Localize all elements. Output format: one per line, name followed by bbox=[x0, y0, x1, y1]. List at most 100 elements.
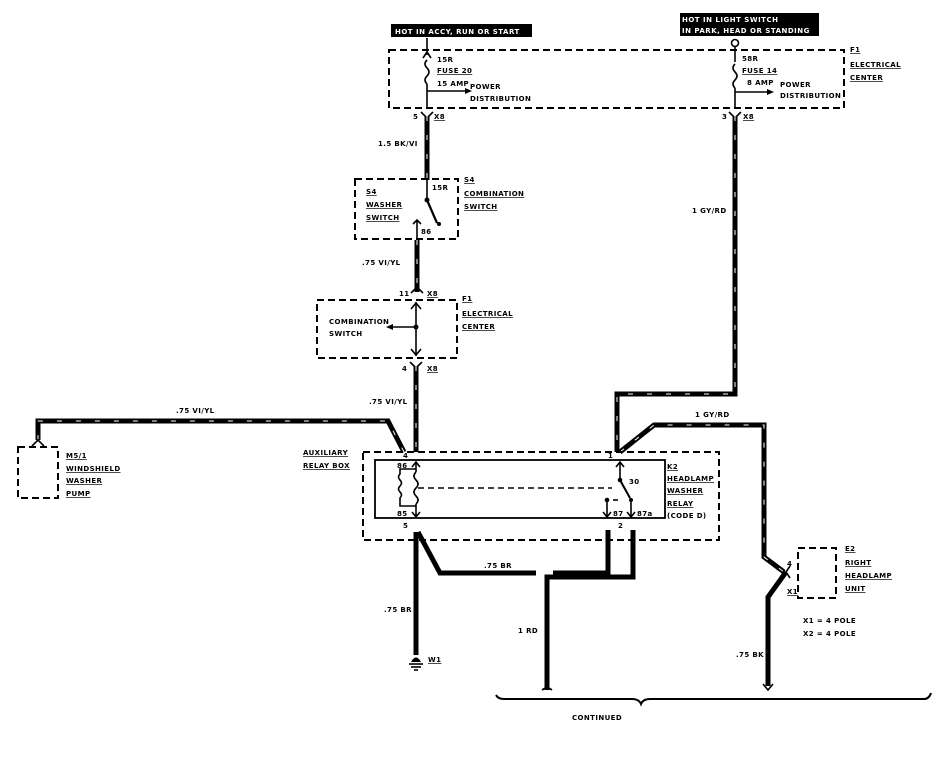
fuse-14-name: FUSE 14 bbox=[742, 67, 777, 75]
power-distribution-arrow-icon bbox=[465, 88, 472, 94]
wire-switch-splice bbox=[410, 240, 424, 294]
relay-pin-top-left: 4 bbox=[403, 452, 408, 460]
fuse-block-name-3: CENTER bbox=[850, 74, 883, 82]
wire-continued-left bbox=[541, 530, 636, 691]
arrow-down-icon bbox=[410, 348, 422, 357]
washer-switch-ref-2: COMBINATION bbox=[464, 190, 524, 198]
splice-center: COMBINATION SWITCH 11 X8 4 X8 bbox=[329, 290, 438, 373]
splice-name-1: F1 bbox=[462, 295, 472, 303]
washer-switch-outline bbox=[354, 178, 459, 240]
headlamp-name-2: RIGHT bbox=[845, 559, 871, 567]
wire-label-relay-87: .75 BR bbox=[484, 562, 512, 570]
wire-label-switch-splice: .75 VI/YL bbox=[362, 259, 401, 267]
pump-name-4: PUMP bbox=[66, 490, 91, 498]
source-terminal-icon bbox=[730, 38, 740, 48]
arrow-down-icon bbox=[411, 511, 421, 519]
wire-label-ground: .75 BR bbox=[384, 606, 412, 614]
connector-icon bbox=[31, 438, 45, 447]
splice-pin-in-conn: X8 bbox=[427, 290, 438, 298]
wire-label-splice-relay: .75 VI/YL bbox=[369, 398, 408, 406]
fuse-20-name: FUSE 20 bbox=[437, 67, 472, 75]
fuse-20-rating: 15 AMP bbox=[437, 80, 469, 88]
fuse-14-note-2: DISTRIBUTION bbox=[780, 92, 841, 100]
relay-name-1: K2 bbox=[667, 463, 678, 471]
fuse-20-terminal: 15R bbox=[437, 56, 454, 64]
wire-headlamp-continued bbox=[762, 570, 789, 692]
fuse-block-name-1: F1 bbox=[850, 46, 860, 54]
washer-switch-name-3: SWITCH bbox=[366, 214, 400, 222]
relay-coil-bottom: 85 bbox=[397, 510, 408, 518]
wire-relay-87 bbox=[415, 530, 611, 576]
fuse-14-rating: 8 AMP bbox=[747, 79, 774, 87]
relay-box-name-2: RELAY BOX bbox=[303, 462, 350, 470]
coil-winding-icon bbox=[413, 471, 419, 505]
relay-pin-bottom-left: 5 bbox=[403, 522, 408, 530]
pump-name-2: WINDSHIELD bbox=[66, 465, 121, 473]
power-distribution-arrow-icon bbox=[767, 89, 774, 95]
washer-switch-pin-out: 86 bbox=[421, 228, 432, 236]
wire-fuse14-relay bbox=[614, 116, 738, 452]
headlamp-name-4: UNIT bbox=[845, 585, 866, 593]
ground-label: W1 bbox=[428, 656, 441, 664]
fuse-block-name-2: ELECTRICAL bbox=[850, 61, 901, 69]
headlamp-pin: 4 bbox=[787, 560, 792, 568]
relay-name-2: HEADLAMP bbox=[667, 475, 714, 483]
wire-pump bbox=[31, 418, 407, 454]
arrow-down-icon bbox=[602, 511, 612, 519]
arrow-up-icon bbox=[410, 301, 422, 310]
wire-label-pump: .75 VI/YL bbox=[176, 407, 215, 415]
splice-pin-out: 4 bbox=[402, 365, 407, 373]
headlamp-name-3: HEADLAMP bbox=[845, 572, 892, 580]
relay-contact-87a: 87a bbox=[637, 510, 653, 518]
washer-switch-ref-3: SWITCH bbox=[464, 203, 498, 211]
relay-name-3: WASHER bbox=[667, 487, 704, 495]
relay-box-name-1: AUXILIARY bbox=[303, 449, 349, 457]
continued-arrow-icon bbox=[541, 687, 553, 691]
ground-icon bbox=[409, 657, 423, 671]
fuse-20-note-1: POWER bbox=[470, 83, 501, 91]
headlamp-unit-outline bbox=[797, 547, 837, 599]
washer-switch: 15R 86 bbox=[412, 180, 449, 240]
relay-pin-top-right: 1 bbox=[608, 452, 613, 460]
relay-coil-top: 86 bbox=[397, 462, 408, 470]
coil-winding-icon bbox=[397, 468, 416, 507]
relay-name-4: RELAY bbox=[667, 500, 694, 508]
relay-contacts: 30 87 87a 1 2 bbox=[602, 452, 653, 530]
washer-switch-name-1: S4 bbox=[366, 188, 377, 196]
arrow-down-icon bbox=[626, 511, 636, 519]
fuse-block-outline bbox=[388, 49, 845, 109]
splice-name-2: ELECTRICAL bbox=[462, 310, 513, 318]
fuse-20-note-2: DISTRIBUTION bbox=[470, 95, 531, 103]
headlamp-name-1: E2 bbox=[845, 545, 855, 553]
connector-legend-2: X2 = 4 POLE bbox=[803, 630, 856, 638]
splice-center-outline bbox=[316, 299, 458, 359]
relay-contact-87: 87 bbox=[613, 510, 624, 518]
continued-arrow-icon bbox=[762, 683, 774, 692]
fuse-20-connector: X8 bbox=[434, 113, 445, 121]
relay-name-5: (CODE D) bbox=[667, 512, 707, 520]
fuse-14: 58R FUSE 14 8 AMP POWER DISTRIBUTION 3 X… bbox=[722, 38, 841, 121]
power-source-right-label-2: IN PARK, HEAD OR STANDING bbox=[682, 27, 810, 35]
washer-switch-name-2: WASHER bbox=[366, 201, 403, 209]
fuse-20-out-pin: 5 bbox=[413, 113, 418, 121]
pump-name-3: WASHER bbox=[66, 477, 103, 485]
fuse-14-terminal: 58R bbox=[742, 55, 759, 63]
arrow-left-icon bbox=[386, 324, 393, 330]
connector-icon bbox=[785, 565, 791, 579]
wire-relay-headlamp bbox=[618, 422, 786, 574]
fuse-14-note-1: POWER bbox=[780, 81, 811, 89]
washer-switch-ref-1: S4 bbox=[464, 176, 475, 184]
wire-label-relay-headlamp: 1 GY/RD bbox=[695, 411, 730, 419]
washer-switch-pin-in: 15R bbox=[432, 184, 449, 192]
relay-contact-common: 30 bbox=[629, 478, 640, 486]
power-source-left: HOT IN ACCY, RUN OR START bbox=[391, 24, 532, 37]
relay-inner-box bbox=[374, 459, 666, 519]
switch-blade-icon bbox=[425, 199, 439, 224]
wire-label-fuse20-switch: 1.5 BK/VI bbox=[378, 140, 418, 148]
splice-pin-in: 11 bbox=[399, 290, 410, 298]
washer-pump-outline bbox=[17, 446, 59, 499]
continued-label: CONTINUED bbox=[572, 714, 622, 722]
fuse-20-element-icon bbox=[424, 59, 430, 85]
aux-relay-box-outline bbox=[362, 451, 720, 541]
